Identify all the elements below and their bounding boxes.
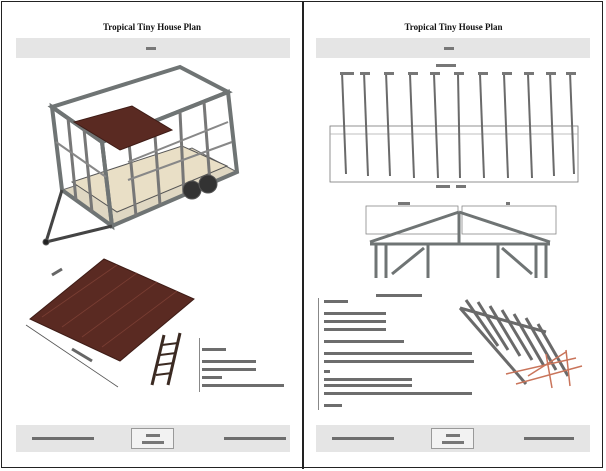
trailer-frame-render-icon	[42, 64, 240, 246]
footer-band	[316, 425, 590, 452]
footer-band	[16, 425, 290, 452]
page-number-box[interactable]	[131, 428, 174, 449]
header-label-redacted	[146, 47, 156, 50]
header-label-redacted	[444, 47, 454, 50]
page-left[interactable]: Tropical Tiny House Plan	[2, 2, 302, 467]
roof-truss-section-icon	[365, 202, 557, 278]
header-band	[16, 38, 290, 58]
wall-stud-elevation-icon	[329, 64, 579, 188]
footer-left-redacted	[32, 437, 94, 440]
page-right[interactable]: Tropical Tiny House Plan	[304, 2, 603, 467]
footer-left-redacted	[332, 437, 394, 440]
footer-right-redacted	[224, 437, 286, 440]
page-title: Tropical Tiny House Plan	[102, 22, 202, 32]
page-number-box[interactable]	[431, 428, 474, 449]
header-band	[316, 38, 590, 58]
footer-right-redacted	[524, 437, 574, 440]
page-divider	[302, 1, 304, 469]
page-title: Tropical Tiny House Plan	[404, 22, 503, 32]
roof-rafter-render-icon	[458, 299, 583, 389]
floor-deck-render-icon	[25, 258, 195, 388]
